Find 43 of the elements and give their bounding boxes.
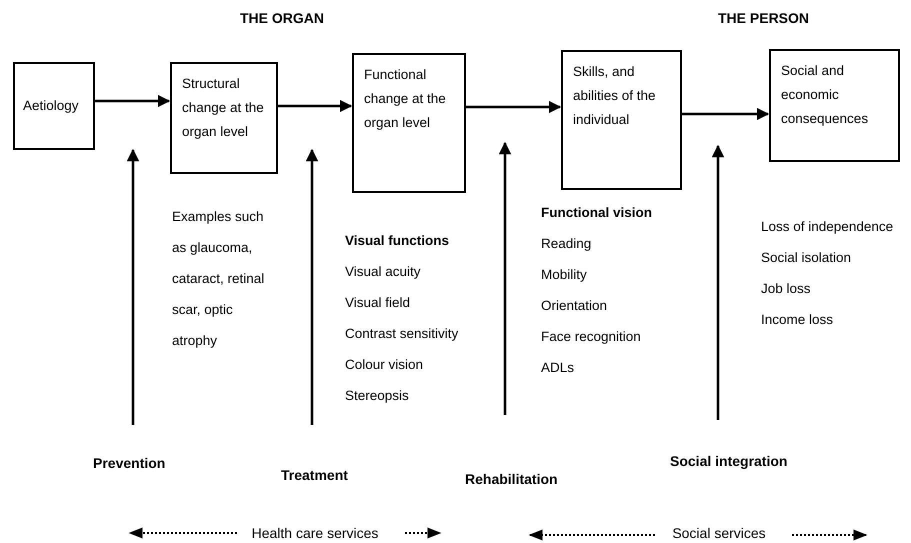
list-item: Visual field (345, 294, 412, 312)
process-box (13, 62, 95, 150)
section-heading: Visual functions (345, 232, 450, 250)
list-item: Mobility (541, 266, 588, 284)
arrow (306, 148, 318, 425)
service-label: Social services (672, 525, 766, 541)
list-item: Reading (541, 235, 592, 253)
arrow (682, 108, 770, 120)
list-item: Colour vision (345, 356, 424, 374)
arrow (278, 100, 352, 112)
process-box (352, 53, 466, 193)
intervention-label: Social integration (670, 453, 788, 469)
arrow (712, 144, 724, 420)
process-box (561, 50, 682, 190)
list-item: Contrast sensitivity (345, 325, 460, 343)
list-item: Face recognition (541, 328, 642, 346)
list-item: Stereopsis (345, 387, 410, 405)
arrow (466, 100, 562, 114)
process-box (769, 49, 900, 162)
intervention-label: Rehabilitation (465, 471, 558, 487)
box-text: Skills, and abilities of the individual (573, 63, 657, 129)
list-item: Social isolation (761, 249, 852, 267)
description-text: Examples such as glaucoma, cataract, retinal scar, optic atrophy (172, 208, 266, 350)
service-label: Health care services (252, 525, 378, 541)
list-item: Visual acuity (345, 263, 422, 281)
arrow (126, 148, 140, 425)
box-text: Functional change at the organ level (364, 66, 447, 132)
intervention-label: Treatment (281, 467, 348, 483)
box-text: Structural change at the organ level (182, 75, 265, 141)
list-item: Loss of independence (761, 218, 894, 236)
list-item: Orientation (541, 297, 608, 315)
list-item: ADLs (541, 359, 576, 377)
arrow (498, 142, 512, 415)
box-text: Aetiology (23, 97, 79, 115)
list-item: Income loss (761, 311, 834, 329)
section-heading: Functional vision (541, 204, 654, 222)
list-item: Job loss (761, 280, 812, 298)
section-heading: THE ORGAN (240, 10, 324, 26)
box-text: Social and economic consequences (781, 62, 870, 128)
intervention-label: Prevention (93, 455, 166, 471)
arrow (95, 94, 170, 108)
section-heading: THE PERSON (718, 10, 810, 26)
process-box (170, 62, 278, 174)
